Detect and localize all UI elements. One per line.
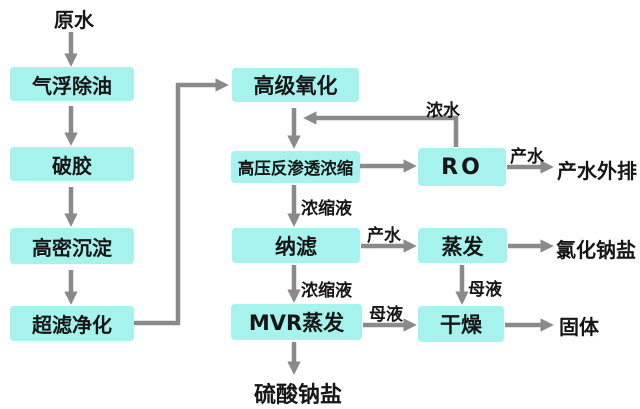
node-ro: RO bbox=[418, 148, 506, 186]
node-nanofiltration: 纳滤 bbox=[232, 228, 360, 263]
node-advanced-oxidation: 高级氧化 bbox=[232, 68, 359, 102]
node-mvr-evaporation: MVR蒸发 bbox=[231, 304, 362, 340]
node-drying: 干燥 bbox=[418, 306, 504, 342]
node-hp-reverse-osmosis: 高压反渗透浓缩 bbox=[231, 151, 360, 183]
edge-label-concentrated-water: 浓水 bbox=[426, 101, 460, 121]
node-high-density-sedimentation: 高密沉淀 bbox=[10, 228, 134, 264]
node-sodium-sulfate-salt: 硫酸钠盐 bbox=[254, 383, 343, 408]
node-raw-water: 原水 bbox=[54, 8, 94, 32]
edge-label-mother-liquor-mvr: 母液 bbox=[369, 305, 403, 325]
arrow-ultrafiltration-to-advanced-oxidation bbox=[134, 78, 229, 326]
edge-label-ro-product-water: 产水 bbox=[510, 147, 544, 167]
node-product-water-discharge: 产水外排 bbox=[557, 159, 637, 183]
node-air-flotation: 气浮除油 bbox=[10, 67, 134, 101]
node-gel-breaking: 破胶 bbox=[10, 147, 134, 181]
edge-label-concentrate-to-nf: 浓缩液 bbox=[301, 199, 352, 219]
edge-label-mother-liquor-evap: 母液 bbox=[468, 280, 502, 300]
arrow-ro-concentrated-water-recycle bbox=[303, 111, 459, 147]
node-evaporation: 蒸发 bbox=[418, 228, 507, 263]
node-solid: 固体 bbox=[559, 315, 599, 339]
node-ultrafiltration: 超滤净化 bbox=[10, 306, 134, 341]
edge-label-nf-product-water: 产水 bbox=[367, 226, 401, 246]
edge-label-concentrate-to-mvr: 浓缩液 bbox=[301, 281, 352, 301]
node-sodium-chloride-salt: 氯化钠盐 bbox=[556, 238, 636, 262]
